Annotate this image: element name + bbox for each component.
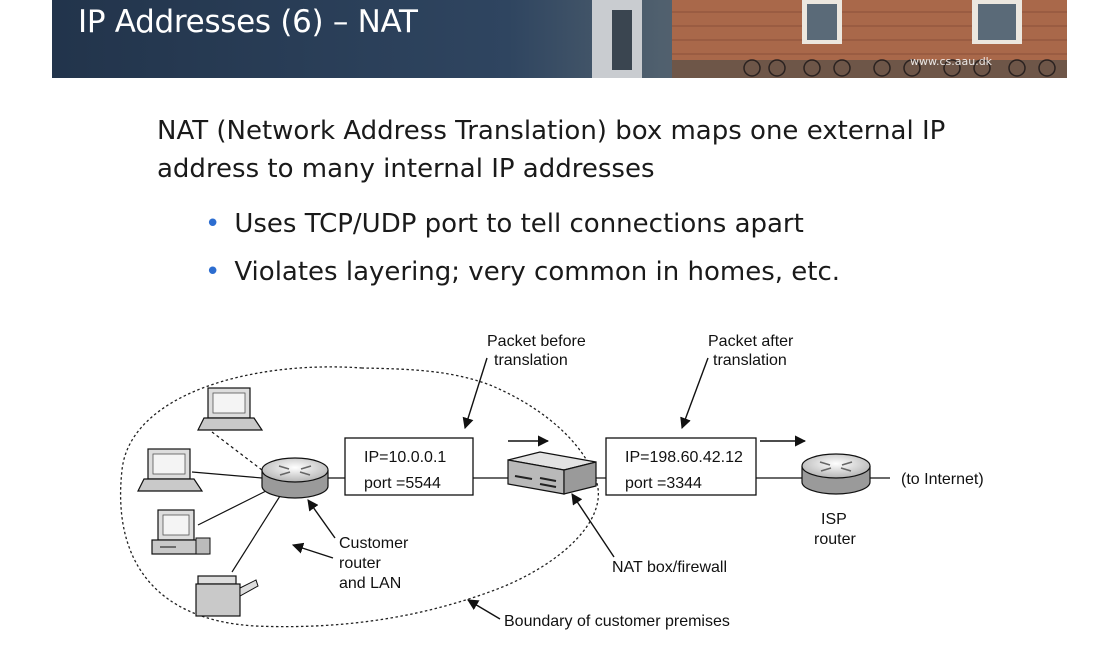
packet-before-port: port =5544 (364, 475, 441, 492)
printer-icon (195, 575, 259, 617)
slide-title: IP Addresses (6) – NAT (78, 4, 418, 40)
packet-before-box (344, 437, 474, 496)
customer-router-icon (261, 457, 329, 499)
packet-after-box (605, 437, 757, 496)
customer-router-label: Customer router and LAN (339, 535, 413, 592)
internet-label: (to Internet) (901, 471, 984, 488)
laptop-icon (197, 387, 264, 431)
bullet-text: Uses TCP/UDP port to tell connections ap… (234, 209, 804, 239)
packet-after-caption: Packet after translation (708, 333, 798, 369)
nat-box-arrow (571, 493, 615, 558)
customer-premises-boundary (120, 366, 599, 628)
header-photo-banner (52, 0, 1067, 78)
boundary-label: Boundary of customer premises (504, 613, 730, 630)
isp-router-icon (801, 453, 871, 495)
lan-links (191, 431, 890, 573)
lan-arrow (291, 542, 334, 559)
laptop-icon (137, 448, 204, 492)
before-caption-arrow (462, 357, 488, 430)
intro-text: NAT (Network Address Translation) box ma… (157, 116, 946, 184)
bullet-list: • Uses TCP/UDP port to tell connections a… (205, 200, 840, 296)
bullet-dot-icon: • (205, 209, 221, 239)
packet-before-caption: Packet before translation (487, 333, 590, 369)
packet-after-port: port =3344 (625, 475, 702, 492)
desktop-computer-icon (151, 509, 211, 555)
packet-after-ip: IP=198.60.42.12 (625, 449, 743, 466)
bullet-dot-icon: • (205, 257, 221, 287)
slide-header: IP Addresses (6) – NAT www.cs.aau.dk (52, 0, 1067, 78)
bullet-item: • Uses TCP/UDP port to tell connections a… (205, 200, 840, 248)
watermark-text: www.cs.aau.dk (910, 55, 993, 68)
bullet-text: Violates layering; very common in homes,… (234, 257, 841, 287)
after-caption-arrow (680, 357, 709, 430)
customer-router-arrow (307, 499, 336, 539)
packet-before-ip: IP=10.0.0.1 (364, 449, 446, 466)
isp-router-label: ISP router (814, 511, 856, 548)
bullet-item: • Violates layering; very common in homes… (205, 248, 840, 296)
nat-box-icon (507, 451, 597, 495)
nat-box-label: NAT box/firewall (612, 559, 727, 576)
boundary-arrow (467, 599, 501, 620)
